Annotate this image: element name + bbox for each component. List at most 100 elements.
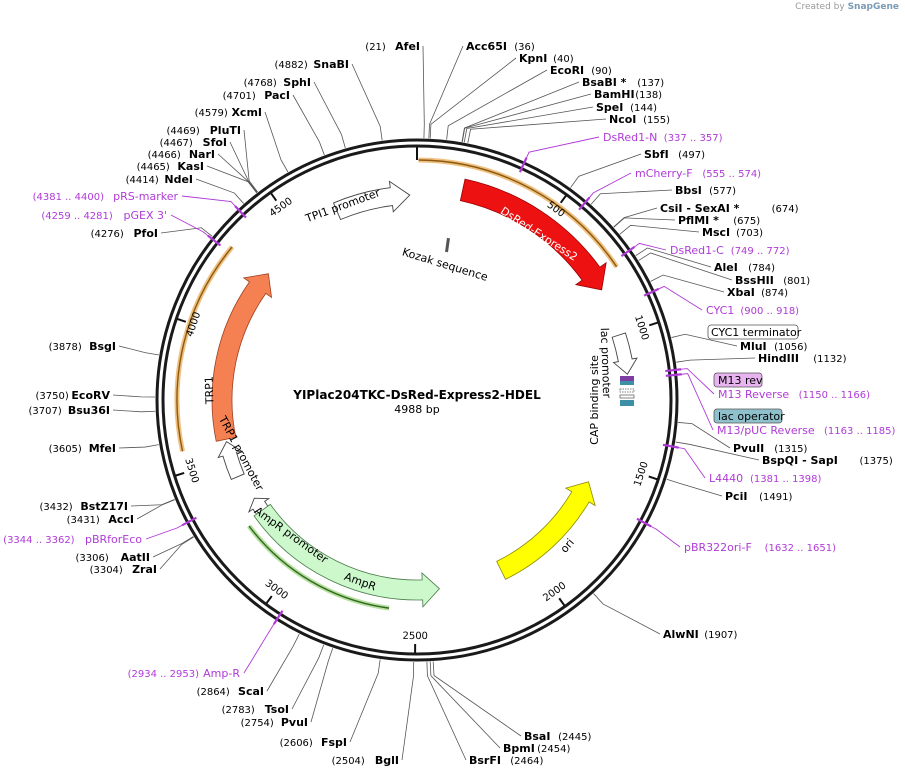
enzyme-alwni[interactable]: AlwNI(1907) — [663, 628, 738, 641]
ori-feature[interactable] — [496, 481, 596, 580]
created-by-text: Created by — [795, 2, 845, 12]
enzyme-position: (144) — [630, 103, 657, 114]
enzyme-pflmi[interactable]: PflMI *(675) — [678, 214, 760, 227]
enzyme-kpni[interactable]: KpnI(40) — [519, 52, 574, 65]
enzyme-position: (784) — [748, 263, 775, 274]
primer-pgex-3[interactable]: pGEX 3'(4259 .. 4281) — [41, 209, 222, 247]
enzyme-xbai[interactable]: XbaI(874) — [727, 286, 788, 299]
cyc1-terminator-box — [707, 324, 799, 340]
primer-mcherry-f[interactable]: mCherry-F(555 .. 574) — [578, 167, 761, 211]
kozak-sequence-mark[interactable] — [445, 237, 450, 253]
enzyme-hindiii[interactable]: HindIII(1132) — [758, 352, 847, 365]
enzyme-pcii[interactable]: PciI(1491) — [725, 490, 793, 503]
enzyme-leader — [676, 357, 756, 363]
enzyme-sphi[interactable]: SphI(4768) — [244, 76, 311, 89]
enzyme-ecorv[interactable]: EcoRV(3750) — [36, 389, 111, 402]
enzyme-fspi[interactable]: FspI(2606) — [280, 736, 347, 749]
backbone-inner — [161, 144, 673, 656]
enzyme-pvui[interactable]: PvuI(2754) — [241, 716, 308, 729]
enzyme-pvuii[interactable]: PvuII(1315) — [733, 442, 808, 455]
enzyme-paci[interactable]: PacI(4701) — [223, 89, 290, 102]
enzyme-sbfi[interactable]: SbfI(497) — [644, 148, 705, 161]
enzyme-bsabi[interactable]: BsaBI *(137) — [582, 76, 664, 89]
enzyme-pfoi[interactable]: PfoI(4276) — [91, 227, 158, 240]
m13-rev-label[interactable]: M13 rev — [718, 374, 763, 387]
enzyme-position: (1132) — [813, 354, 846, 365]
m13-rev-mark — [620, 376, 634, 381]
enzyme-bpmi[interactable]: BpmI(2454) — [503, 742, 571, 755]
enzyme-position: (138) — [635, 90, 662, 101]
enzyme-name: MluI — [740, 340, 767, 353]
enzyme-alei[interactable]: AleI(784) — [714, 261, 775, 274]
enzyme-name: SbfI — [644, 148, 669, 161]
trp1-promoter-feature[interactable] — [217, 441, 245, 481]
cyc1-terminator-label[interactable]: CYC1 terminator — [711, 326, 802, 339]
enzyme-leader — [351, 63, 383, 141]
lac-operator-label[interactable]: lac operator — [718, 410, 785, 423]
m13-rev-box — [713, 372, 763, 388]
enzyme-mlui[interactable]: MluI(1056) — [740, 340, 808, 353]
enzyme-position: (1375) — [860, 456, 893, 467]
cap-site-mark — [620, 381, 634, 385]
enzyme-mfei[interactable]: MfeI(3605) — [49, 442, 116, 455]
primer-cyc1[interactable]: CYC1(900 .. 918) — [643, 287, 799, 317]
enzyme-bamhi[interactable]: BamHI(138) — [594, 88, 662, 101]
primer-pbr322ori-f[interactable]: pBR322ori-F(1632 .. 1651) — [636, 517, 836, 554]
enzyme-spei[interactable]: SpeI(144) — [596, 101, 657, 114]
enzyme-ecori[interactable]: EcoRI(90) — [550, 64, 612, 77]
primer-m13-reverse[interactable]: M13 Reverse(1150 .. 1166) — [665, 368, 870, 401]
primer-pbrforeco[interactable]: pBRforEco(3344 .. 3362) — [3, 516, 197, 546]
tick-label-3500: 3500 — [182, 457, 200, 485]
enzyme-scai[interactable]: ScaI(2864) — [197, 685, 264, 698]
enzyme-acc65i[interactable]: Acc65I(36) — [466, 40, 535, 53]
enzyme-bsu36i[interactable]: Bsu36I(3707) — [28, 404, 110, 417]
enzyme-xcmi[interactable]: XcmI(4579) — [195, 106, 262, 119]
lac-promoter-label: lac promoter — [598, 327, 613, 398]
enzyme-bsai[interactable]: BsaI(2445) — [524, 730, 592, 743]
enzyme-csii-sexai[interactable]: CsiI - SexAI *(674) — [660, 202, 799, 215]
enzyme-bsshii[interactable]: BssHII(801) — [735, 274, 810, 287]
enzyme-acci[interactable]: AccI(3431) — [67, 513, 134, 526]
enzyme-ncoi[interactable]: NcoI(155) — [609, 113, 670, 126]
enzyme-bgli[interactable]: BglI(2504) — [332, 754, 399, 767]
enzyme-tsoi[interactable]: TsoI(2783) — [222, 703, 289, 716]
primer-range: (3344 .. 3362) — [3, 535, 75, 546]
enzyme-name: ZraI — [132, 563, 157, 576]
primer-m13-puc-reverse[interactable]: M13/pUC Reverse(1163 .. 1185) — [665, 373, 896, 437]
enzyme-bbsi[interactable]: BbsI(577) — [675, 184, 736, 197]
enzyme-aatii[interactable]: AatII(3306) — [76, 551, 150, 564]
enzyme-leader — [266, 633, 300, 692]
primer-dsred1-n[interactable]: DsRed1-N(337 .. 357) — [518, 131, 723, 173]
tpi1-promoter-feature[interactable] — [332, 180, 411, 221]
enzyme-leader — [428, 45, 464, 139]
enzyme-leader — [264, 111, 289, 173]
tick-1500 — [648, 475, 658, 481]
enzyme-position: (137) — [637, 78, 664, 89]
primer-l4440[interactable]: L4440(1381 .. 1398) — [662, 443, 822, 485]
lac-operator-box — [713, 408, 783, 424]
primer-dsred1-c[interactable]: DsRed1-C(749 .. 772) — [620, 244, 790, 257]
enzyme-bsgi[interactable]: BsgI(3878) — [49, 340, 116, 353]
enzyme-afei[interactable]: AfeI(21) — [365, 40, 420, 53]
enzyme-sfoi[interactable]: SfoI(4467) — [160, 136, 227, 149]
enzyme-pluti[interactable]: PluTI(4469) — [167, 124, 241, 137]
enzyme-snabi[interactable]: SnaBI(4882) — [275, 58, 349, 71]
enzyme-ndei[interactable]: NdeI(4414) — [126, 173, 193, 186]
enzyme-bspqi-sapi[interactable]: BspQI - SapI(1375) — [762, 454, 893, 467]
primer-amp-r[interactable]: Amp-R(2934 .. 2953) — [128, 610, 284, 680]
trp1-feature[interactable] — [211, 273, 273, 442]
enzyme-nari[interactable]: NarI(4466) — [148, 148, 215, 161]
enzyme-msci[interactable]: MscI(703) — [702, 226, 763, 239]
enzyme-position: (703) — [736, 228, 763, 239]
primer-prs-marker[interactable]: pRS-marker(4381 .. 4400) — [33, 190, 247, 219]
ampr-feature[interactable] — [253, 503, 441, 608]
enzyme-bsrfi[interactable]: BsrFI(2464) — [469, 754, 544, 767]
enzyme-kasi[interactable]: KasI(4465) — [137, 160, 204, 173]
enzyme-bstz17i[interactable]: BstZ17I(3432) — [39, 500, 128, 513]
primer-name: DsRed1-N — [603, 131, 657, 144]
enzyme-leader — [159, 536, 194, 570]
enzyme-zrai[interactable]: ZraI(3304) — [90, 563, 157, 576]
primer-mark — [636, 517, 652, 528]
dsred-express2-feature[interactable] — [459, 178, 607, 291]
lac-promoter-feature[interactable] — [611, 332, 638, 375]
